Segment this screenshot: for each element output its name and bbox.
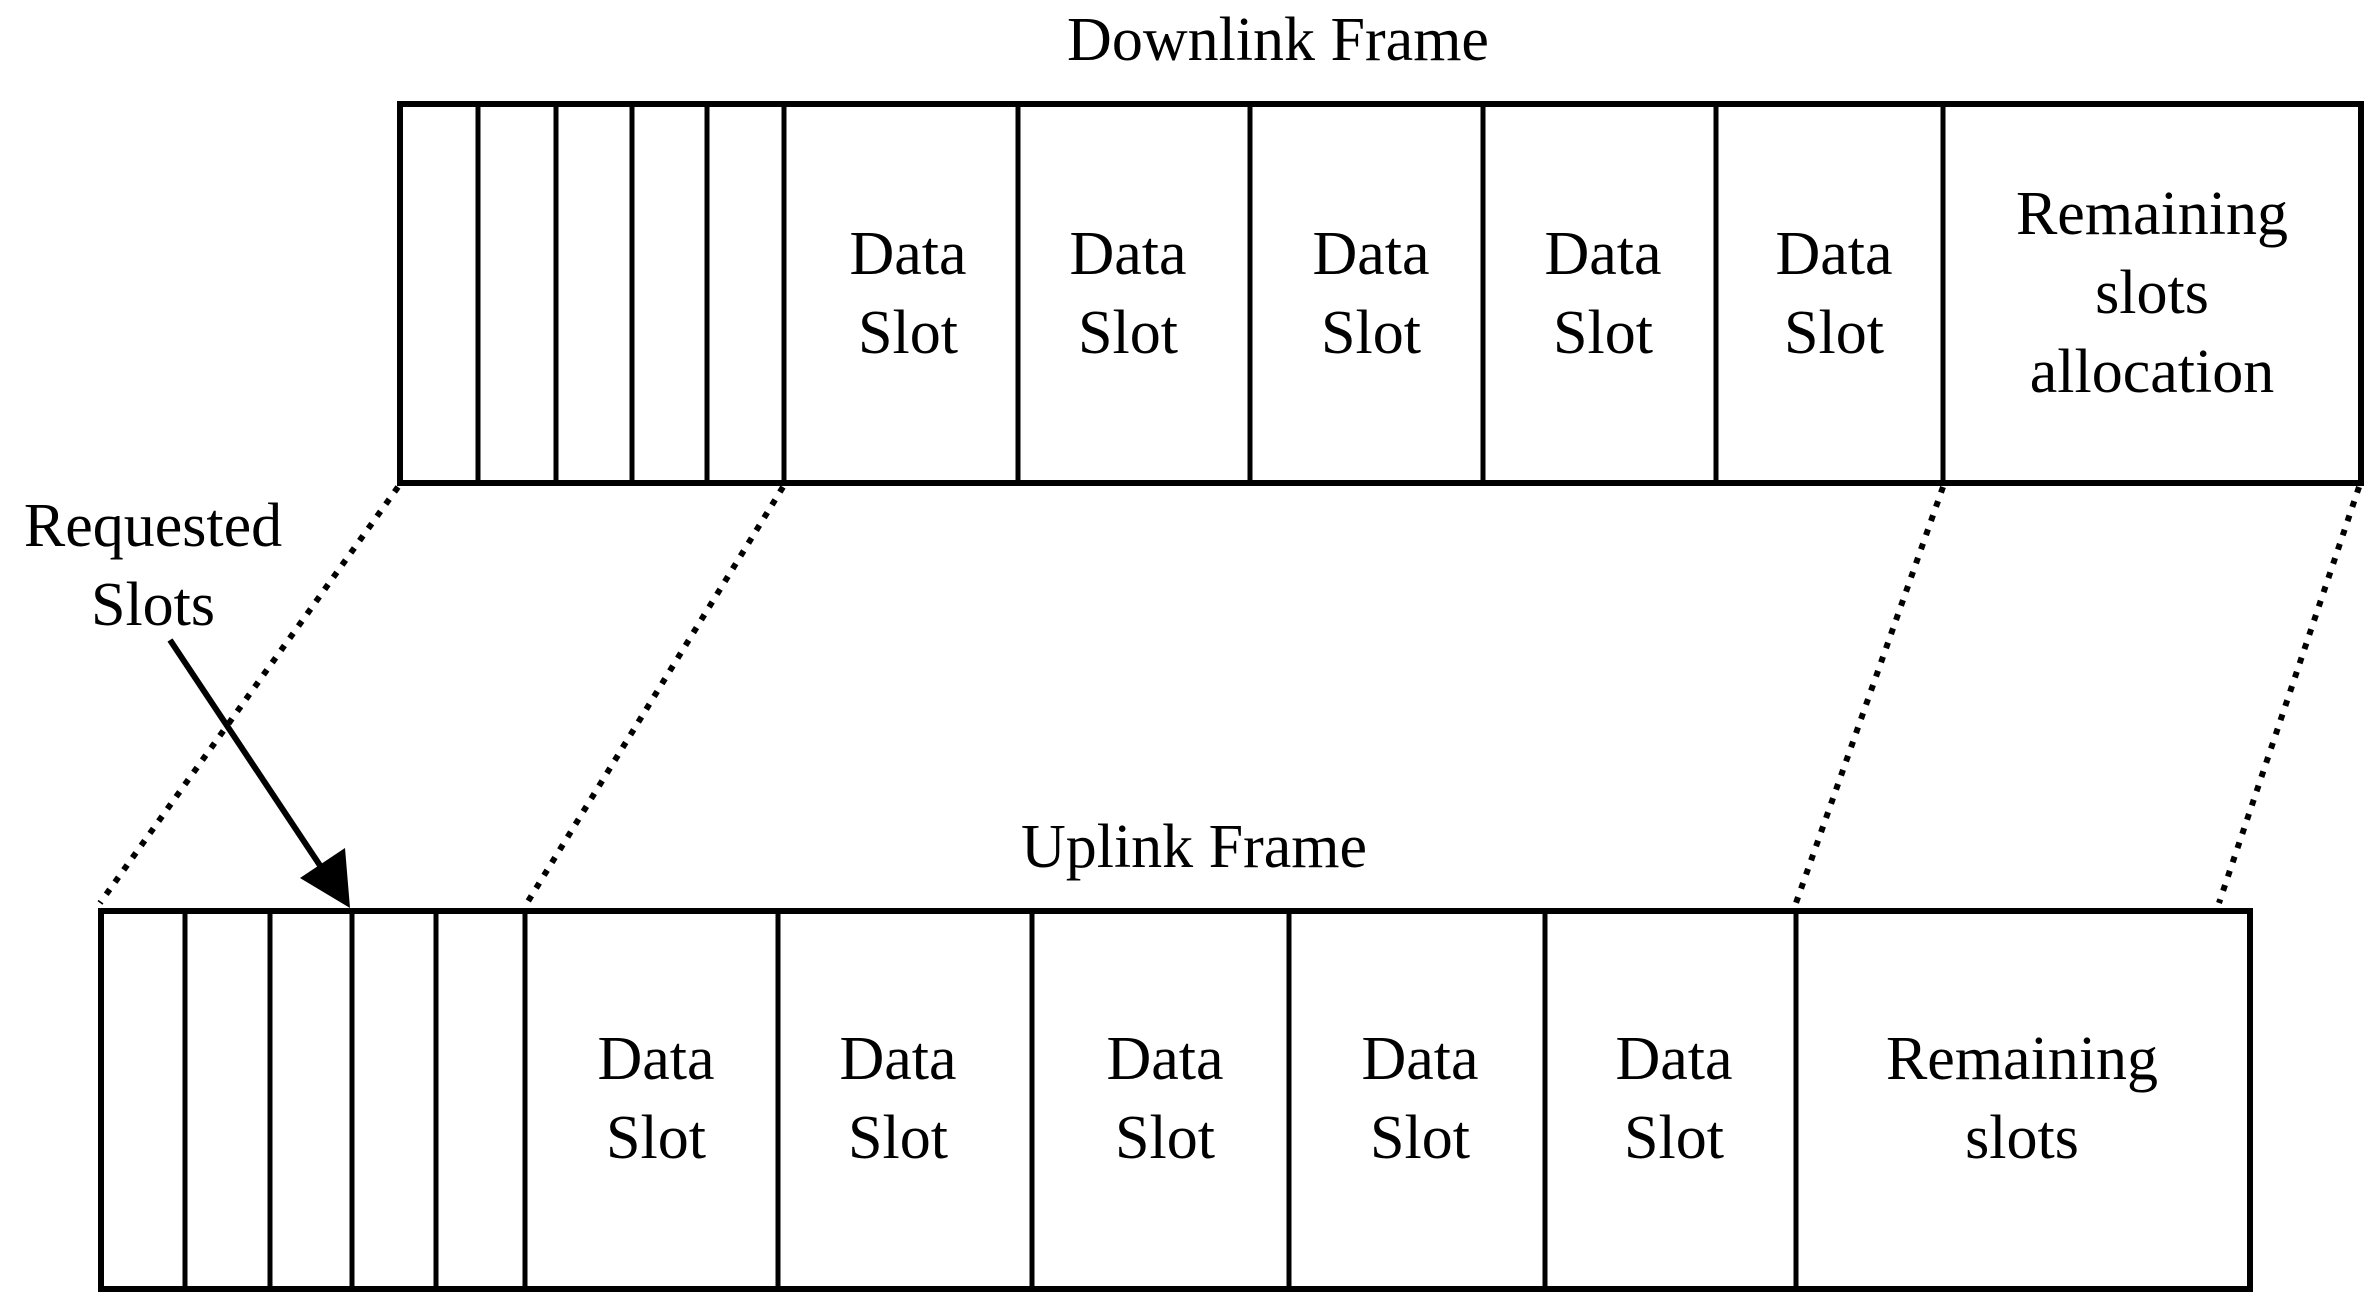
- data-slot-label-line2: Slot: [1321, 299, 1421, 367]
- data-slot-label-line1: Data: [1069, 220, 1186, 288]
- requested-slots-annotation: Requested Slots: [24, 492, 350, 908]
- data-slot-label-line2: Slot: [1115, 1104, 1215, 1172]
- downlink-frame-border: [397, 101, 2364, 486]
- downlink-data-slot: Data Slot: [1544, 220, 1661, 367]
- data-slot-label-line1: Data: [1615, 1025, 1732, 1093]
- remaining-label-line2: slots: [2095, 259, 2209, 327]
- uplink-remaining-slots: Remaining slots: [1886, 1025, 2158, 1172]
- mapping-line-frame-start: [97, 485, 401, 905]
- data-slot-label-line2: Slot: [1624, 1104, 1724, 1172]
- uplink-data-slot: Data Slot: [839, 1025, 956, 1172]
- data-slot-label-line2: Slot: [858, 299, 958, 367]
- downlink-remaining-slots-allocation: Remaining slots allocation: [2016, 180, 2288, 406]
- data-slot-label-line1: Data: [1312, 220, 1429, 288]
- data-slot-label-line1: Data: [1361, 1025, 1478, 1093]
- downlink-data-slot: Data Slot: [1312, 220, 1429, 367]
- uplink-frame: Uplink Frame Data Slot Data Slot Data Sl…: [98, 813, 2253, 1292]
- data-slot-label-line1: Data: [839, 1025, 956, 1093]
- mapping-line-frame-end: [2216, 486, 2362, 904]
- uplink-frame-title: Uplink Frame: [1021, 813, 1367, 881]
- data-slot-label-line1: Data: [1775, 220, 1892, 288]
- downlink-data-slot: Data Slot: [1775, 220, 1892, 367]
- data-slot-label-line2: Slot: [1078, 299, 1178, 367]
- frame-mapping-lines: [97, 485, 2362, 905]
- remaining-label-line3: allocation: [2030, 338, 2274, 406]
- requested-slots-label-line1: Requested: [24, 492, 282, 560]
- data-slot-label-line1: Data: [1106, 1025, 1223, 1093]
- remaining-label-line1: Remaining: [1886, 1025, 2158, 1093]
- data-slot-label-line2: Slot: [1370, 1104, 1470, 1172]
- uplink-data-slot: Data Slot: [1106, 1025, 1223, 1172]
- mapping-line-remaining-start: [1793, 486, 1946, 904]
- data-slot-label-line2: Slot: [848, 1104, 948, 1172]
- downlink-data-slot: Data Slot: [1069, 220, 1186, 367]
- uplink-data-slot: Data Slot: [1361, 1025, 1478, 1172]
- data-slot-label-line2: Slot: [606, 1104, 706, 1172]
- data-slot-label-line1: Data: [597, 1025, 714, 1093]
- requested-slots-arrow-line: [167, 638, 328, 875]
- requested-slots-arrowhead: [300, 848, 350, 908]
- remaining-label-line2: slots: [1965, 1104, 2079, 1172]
- downlink-data-slot: Data Slot: [849, 220, 966, 367]
- downlink-frame: Downlink Frame Data Slot Data Slot Data …: [397, 6, 2364, 486]
- uplink-data-slot: Data Slot: [597, 1025, 714, 1172]
- data-slot-label-line1: Data: [1544, 220, 1661, 288]
- remaining-label-line1: Remaining: [2016, 180, 2288, 248]
- downlink-frame-title: Downlink Frame: [1067, 6, 1489, 74]
- data-slot-label-line2: Slot: [1553, 299, 1653, 367]
- uplink-data-slot: Data Slot: [1615, 1025, 1732, 1172]
- uplink-frame-border: [98, 908, 2253, 1292]
- data-slot-label-line1: Data: [849, 220, 966, 288]
- mapping-line-slots-end: [524, 485, 786, 905]
- data-slot-label-line2: Slot: [1784, 299, 1884, 367]
- requested-slots-label-line2: Slots: [91, 571, 215, 639]
